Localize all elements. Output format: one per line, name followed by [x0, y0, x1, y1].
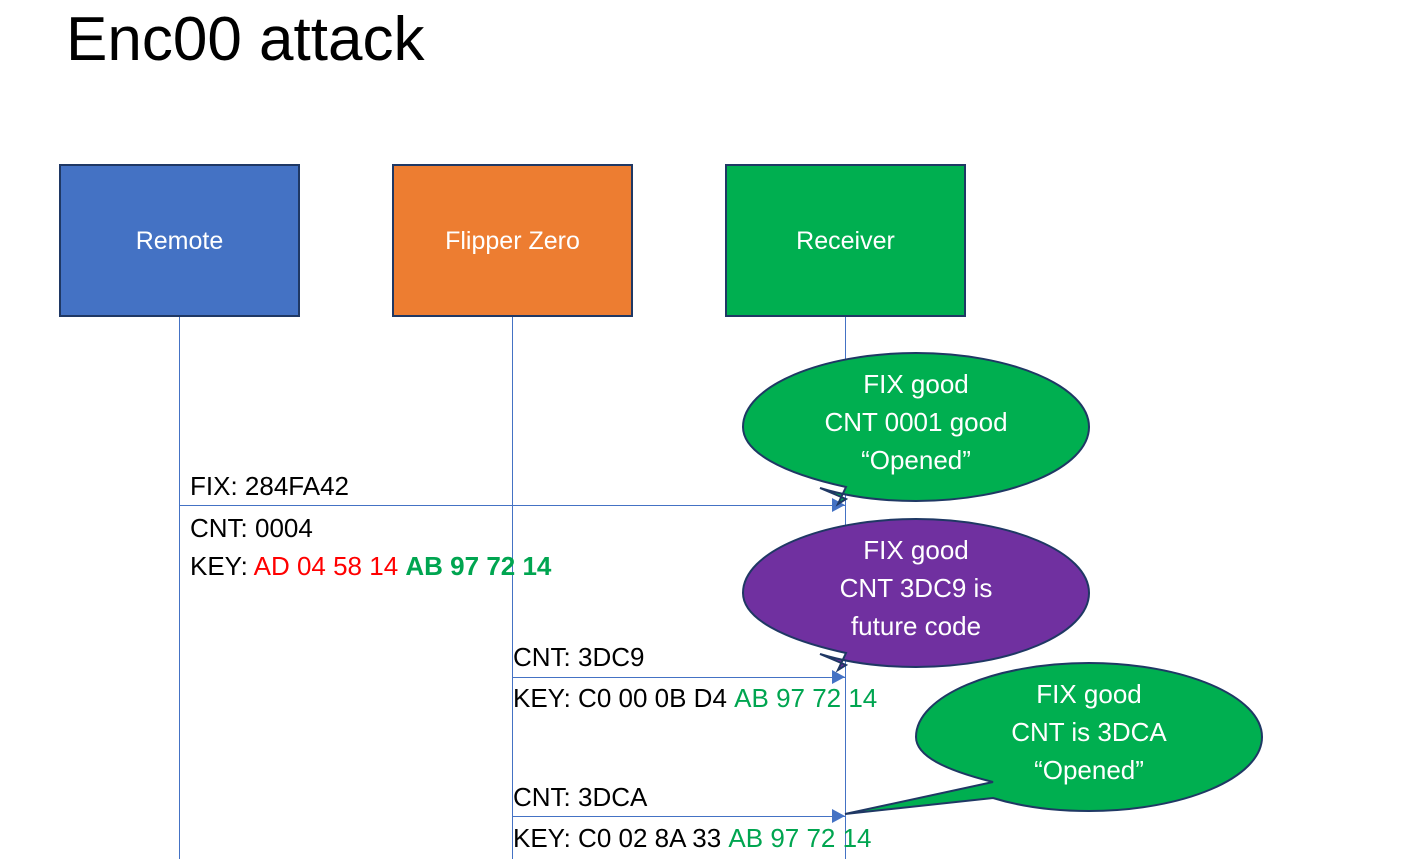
callout-bubble-3: FIX good CNT is 3DCA “Opened” — [844, 661, 1264, 815]
message-1-key-label: KEY: AD 04 58 14 AB 97 72 14 — [190, 549, 551, 583]
page-title: Enc00 attack — [66, 5, 425, 74]
arrowhead-icon-2 — [832, 670, 845, 684]
message-3-cnt-label: CNT: 3DCA — [513, 782, 648, 812]
actor-label-flipper: Flipper Zero — [445, 226, 580, 255]
message-2-key-label: KEY: C0 00 0B D4 AB 97 72 14 — [513, 681, 877, 715]
message-2-key-part1: C0 00 0B D4 — [578, 683, 727, 713]
actor-label-receiver: Receiver — [796, 226, 895, 255]
message-1-key-prefix: KEY: — [190, 551, 254, 581]
message-3-key-prefix: KEY: — [513, 823, 579, 853]
arrowhead-icon-3 — [832, 809, 845, 823]
callout-shape-1 — [741, 351, 1091, 507]
message-2-key-part2: AB 97 72 14 — [734, 683, 878, 713]
callout-shape-3 — [844, 661, 1264, 815]
message-1-fix-label: FIX: 284FA42 — [190, 471, 349, 501]
message-1-key-part1: AD 04 58 14 — [253, 551, 399, 581]
lifeline-remote — [179, 317, 180, 859]
message-3-key-label: KEY: C0 02 8A 33 AB 97 72 14 — [513, 821, 872, 855]
actor-label-remote: Remote — [135, 226, 224, 255]
lifeline-flipper — [512, 317, 513, 859]
callout-bubble-2: FIX good CNT 3DC9 is future code — [741, 517, 1091, 673]
actor-box-remote: Remote — [59, 164, 300, 317]
actor-box-flipper: Flipper Zero — [392, 164, 633, 317]
message-arrow-3 — [512, 816, 845, 817]
message-3-key-part2: AB 97 72 14 — [728, 823, 872, 853]
message-3-key-part1: C0 02 8A 33 — [578, 823, 722, 853]
message-1-key-part2: AB 97 72 14 — [405, 551, 552, 581]
message-1-cnt-label: CNT: 0004 — [190, 513, 313, 543]
callout-bubble-1: FIX good CNT 0001 good “Opened” — [741, 351, 1091, 507]
callout-shape-2 — [741, 517, 1091, 673]
message-2-key-prefix: KEY: — [513, 683, 579, 713]
message-arrow-2 — [512, 677, 845, 678]
actor-box-receiver: Receiver — [725, 164, 966, 317]
message-2-cnt-label: CNT: 3DC9 — [513, 642, 645, 672]
message-arrow-1 — [179, 505, 845, 506]
